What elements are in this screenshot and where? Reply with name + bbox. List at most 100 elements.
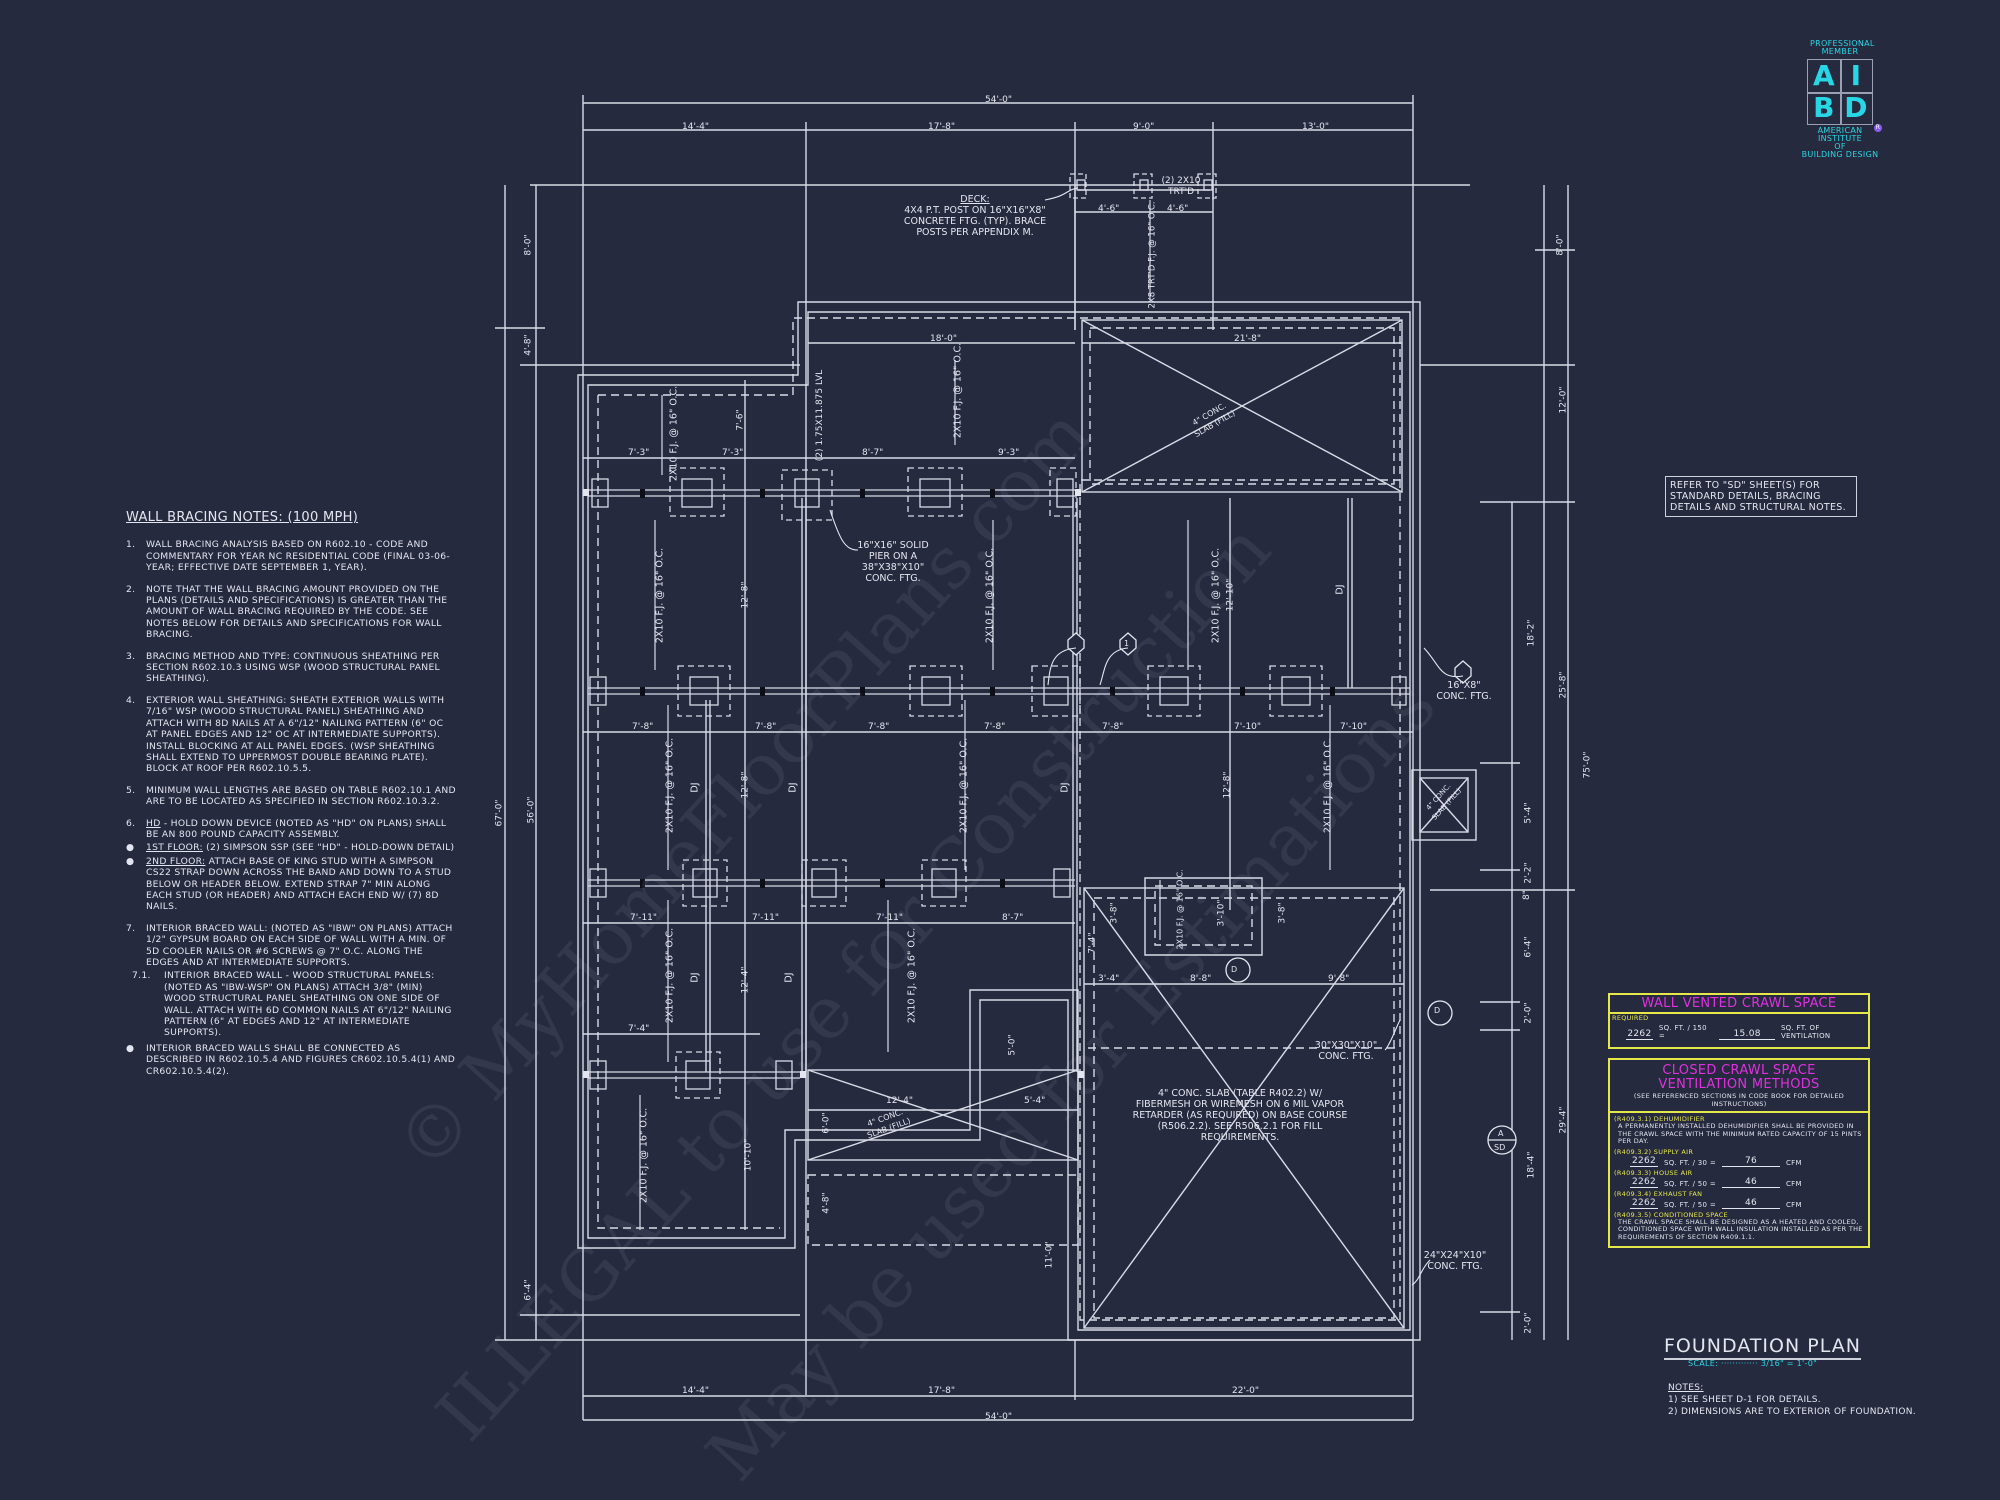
dim-bottom-seg-3: 22'-0" [1232, 1386, 1260, 1396]
dim-top-seg-3: 9'-0" [1133, 122, 1155, 132]
dim-7-6: 7'-6" [735, 409, 746, 431]
bracing-note-7: 7.INTERIOR BRACED WALL: (NOTED AS "IBW" … [126, 923, 456, 969]
dim-11-0: 11'-0" [1044, 1241, 1055, 1269]
method-desc: THE CRAWL SPACE SHALL BE DESIGNED AS A H… [1618, 1217, 1863, 1241]
section-marker-a: A [1498, 1129, 1504, 1138]
scale-dots: ············· [1721, 1359, 1761, 1368]
note-number: 5. [126, 784, 136, 796]
ftg-16x8-callout: 16"x8" CONC. FTG. [1436, 680, 1492, 702]
method-supply-air: (R409.3.2) SUPPLY AIR 2262 SQ. FT. / 30 … [1610, 1146, 1868, 1167]
dim-7-4: 7'-4" [628, 1024, 650, 1034]
dim-5-0: 5'-0" [1007, 1034, 1018, 1056]
dim-bottom-seg-1: 14'-4" [682, 1386, 710, 1396]
note-text: WALL BRACING ANALYSIS BASED ON R602.10 -… [146, 539, 450, 574]
dj-label-3: DJ [787, 782, 799, 793]
vent-unit: SQ. FT. OF VENTILATION [1780, 1024, 1831, 1040]
joist-label-11: 2x10 F.J. @ 16" O.C. [638, 1107, 650, 1204]
dim-3-8-b: 3'-8" [1277, 902, 1288, 924]
vent-calc-row: 2262 SQ. FT. / 150 = 15.08 SQ. FT. OF VE… [1610, 1024, 1868, 1040]
dim-top-seg-1: 14'-4" [682, 122, 710, 132]
bracing-note-5: 5. MINIMUM WALL LENGTHS ARE BASED ON TABL… [126, 785, 456, 808]
sheet-title: FOUNDATION PLAN [1664, 1335, 1861, 1360]
dim-right-inner-2: 5'-4" [1523, 802, 1534, 824]
detail-marker-d-1: D [1231, 965, 1238, 974]
dim-9-8: 9'-8" [1328, 974, 1350, 984]
bracing-note-2: 2.NOTE THAT THE WALL BRACING AMOUNT PROV… [126, 584, 456, 641]
dj-label-5: DJ [689, 972, 701, 983]
dim-right-outer-3: 25'-8" [1558, 671, 1569, 699]
joist-label-6: 2x10 F.J. @ 16" O.C. [664, 737, 676, 834]
dim-left-seg-2: 4'-8" [523, 334, 534, 356]
vent-sqft: 2262 [1626, 1029, 1653, 1040]
dim-4-8: 4'-8" [821, 1192, 832, 1214]
method-sqft: 2262 [1630, 1155, 1658, 1167]
method-unit: CFM [1785, 1200, 1802, 1209]
sheet-notes-label: NOTES: [1668, 1383, 1704, 1393]
dim-row2-1: 7'-8" [632, 722, 654, 732]
dim-row2-4: 7'-8" [984, 722, 1006, 732]
slab-note: 4" CONC. SLAB (TABLE R402.2) w/ FIBERMES… [1132, 1088, 1348, 1143]
bracing-note-4: 4.EXTERIOR WALL SHEATHING: SHEATH EXTERI… [126, 695, 456, 775]
method-result: 76 [1721, 1156, 1780, 1167]
deck-callout: DECK: 4x4 P.T. POST ON 16"x16"x8" CONCRE… [890, 194, 1060, 238]
logo-letter-a: A [1813, 59, 1835, 92]
note-number: 7. [126, 922, 136, 934]
method-exhaust-fan: (R409.3.4) EXHAUST FAN 2262 SQ. FT. / 50… [1610, 1188, 1868, 1209]
method-calc: 2262 SQ. FT. / 30 = 76 CFM [1614, 1156, 1864, 1167]
dim-12-8-c: 12'-8" [1222, 771, 1233, 799]
pier-callout: 16"x16" SOLID PIER ON A 38"x38"x10" CONC… [857, 540, 929, 584]
logo-letter-b: B [1813, 91, 1835, 124]
note-text: ATTACH BASE OF KING STUD WITH A SIMPSON … [146, 855, 452, 913]
dim-10-10: 10'-10" [743, 1138, 754, 1172]
dj-label-2: DJ [689, 782, 701, 793]
logo-top-text: PROFESSIONAL MEMBER [1810, 39, 1875, 56]
note-text: MINIMUM WALL LENGTHS ARE BASED ON TABLE … [146, 784, 456, 808]
dim-deck-1: 4'-6" [1098, 204, 1120, 214]
wall-vented-crawl-title: WALL VENTED CRAWL SPACE [1610, 995, 1868, 1014]
sheet-note-2: 2) DIMENSIONS ARE TO EXTERIOR OF FOUNDAT… [1668, 1407, 1916, 1417]
dim-right-inner-6: 2'-0" [1523, 1002, 1534, 1024]
sheet-scale: SCALE: ············· 3/16" = 1'-0" [1688, 1359, 1817, 1368]
method-unit: CFM [1785, 1158, 1802, 1167]
dim-top-overall: 54'-0" [985, 95, 1013, 105]
dj-label-1: DJ [1334, 584, 1346, 595]
dim-row1-2: 7'-3" [722, 448, 744, 458]
dim-row2-2: 7'-8" [755, 722, 777, 732]
dim-12-4-porch: 12'-4" [886, 1096, 914, 1106]
dim-row2-7: 7'-10" [1340, 722, 1368, 732]
registered-icon: R [1874, 124, 1882, 132]
joist-label-12: 2x10 F.J. @ 16" O.C. [1175, 869, 1185, 950]
method-dehumidifier: (R409.3.1) DEHUMIDIFIER A PERMANENTLY IN… [1610, 1113, 1868, 1146]
method-calc: 2262 SQ. FT. / 50 = 46 CFM [1614, 1198, 1864, 1209]
dim-top-seg-2: 17'-8" [928, 122, 956, 132]
vent-result: 15.08 [1719, 1029, 1775, 1040]
deck-callout-text: 4x4 P.T. POST ON 16"x16"x8" CONCRETE FTG… [903, 205, 1047, 238]
note-number: 4. [126, 694, 136, 706]
dim-3-10: 3'-10" [1216, 899, 1227, 927]
dim-12-8-b: 12'-8" [740, 771, 751, 799]
note-lead: 2ND FLOOR: [146, 855, 206, 867]
logo-bottom-3: BUILDING DESIGN [1801, 150, 1879, 159]
bracing-note-6: 6.HD - HOLD DOWN DEVICE (NOTED AS "HD" O… [126, 818, 456, 841]
dim-21-8: 21'-8" [1234, 334, 1262, 344]
dim-12-10: 12'-10" [1225, 578, 1236, 612]
closed-crawl-title-1: CLOSED CRAWL SPACE [1662, 1063, 1816, 1078]
dim-top-seg-4: 13'-0" [1302, 122, 1330, 132]
note-lead: 1ST FLOOR: [146, 842, 203, 854]
dim-row2-5: 7'-8" [1102, 722, 1124, 732]
note-text: INTERIOR BRACED WALL - WOOD STRUCTURAL P… [164, 970, 452, 1039]
method-calc: 2262 SQ. FT. / 50 = 46 CFM [1614, 1177, 1864, 1188]
ftg-30-callout: 30"x30"x10" CONC. FTG. [1314, 1040, 1378, 1062]
dim-row2-6: 7'-10" [1234, 722, 1262, 732]
wall-bracing-notes-title: WALL BRACING NOTES: (100 MPH) [126, 510, 359, 525]
dim-3-4: 3'-4" [1098, 974, 1120, 984]
method-code: (R409.3.1) DEHUMIDIFIER [1614, 1115, 1705, 1123]
deck-callout-title: DECK: [960, 194, 990, 205]
bracing-bullet-1st-floor: ●1ST FLOOR: (2) SIMPSON SSP (SEE "HD" - … [126, 842, 456, 853]
dim-6-0: 6'-0" [821, 1112, 832, 1134]
ftg-24-callout: 24"x24"x10" CONC. FTG. [1423, 1250, 1487, 1272]
method-divisor: SQ. FT. / 50 = [1664, 1200, 1716, 1209]
joist-label-7: 2x10 F.J. @ 16" O.C. [958, 737, 970, 834]
method-house-air: (R409.3.3) HOUSE AIR 2262 SQ. FT. / 50 =… [1610, 1167, 1868, 1188]
